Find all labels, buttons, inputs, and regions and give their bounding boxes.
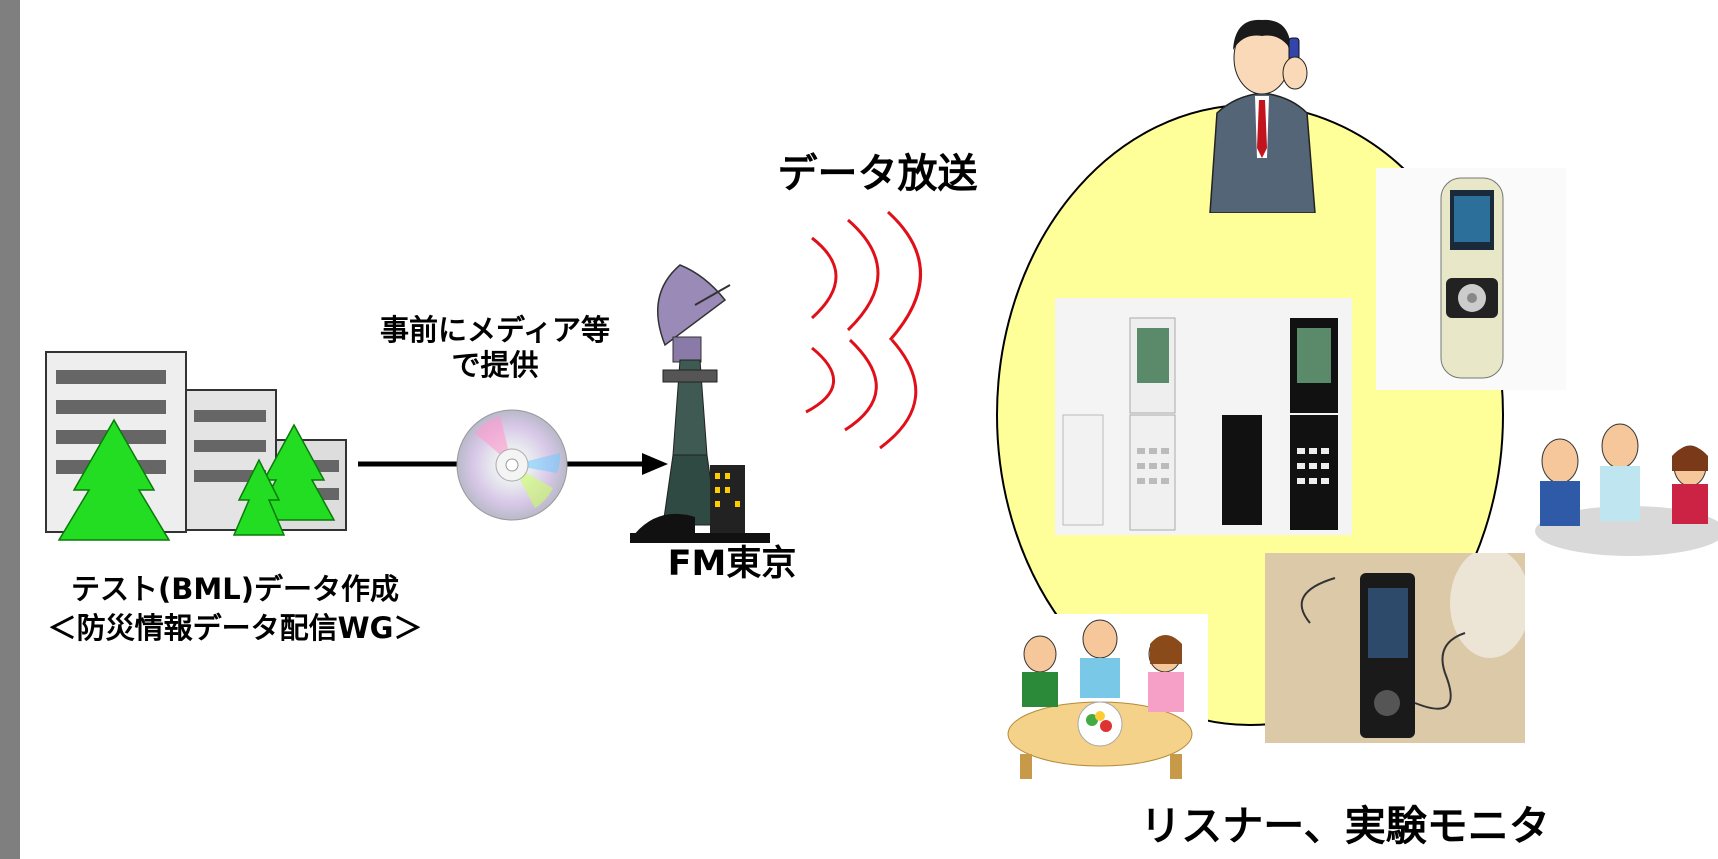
fm-tokyo-label: FM東京: [667, 544, 797, 584]
cd-disc-icon: [455, 408, 570, 523]
businessman-phone-icon: [1195, 8, 1330, 213]
test-label-line1: テスト(BML)データ作成: [71, 572, 399, 606]
media-label-line1: 事前にメディア等: [380, 313, 610, 347]
broadcast-tower-icon: [625, 255, 775, 545]
school-building-icon: [44, 340, 349, 550]
music-player-icon: [1376, 168, 1566, 390]
signal-waves-icon: [805, 210, 922, 450]
listeners-label: リスナー、実験モニタ: [1140, 802, 1550, 850]
test-data-creation-label: テスト(BML)データ作成 ＜防災情報データ配信WG＞: [10, 570, 460, 648]
media-label-line2: で提供: [451, 347, 539, 382]
flip-phones-icon: [1055, 298, 1352, 535]
test-label-line2: ＜防災情報データ配信WG＞: [47, 611, 423, 646]
satellite-dish-icon: [657, 264, 731, 363]
flow-arrow: [358, 453, 668, 475]
data-broadcast-label: データ放送: [777, 151, 978, 197]
left-sidebar-bar: [0, 0, 20, 859]
family-dinner-icon: [1000, 614, 1208, 782]
prototype-device-icon: [1265, 553, 1525, 743]
media-provision-label: 事前にメディア等 で提供: [345, 313, 645, 383]
meeting-people-icon: [1530, 416, 1718, 556]
